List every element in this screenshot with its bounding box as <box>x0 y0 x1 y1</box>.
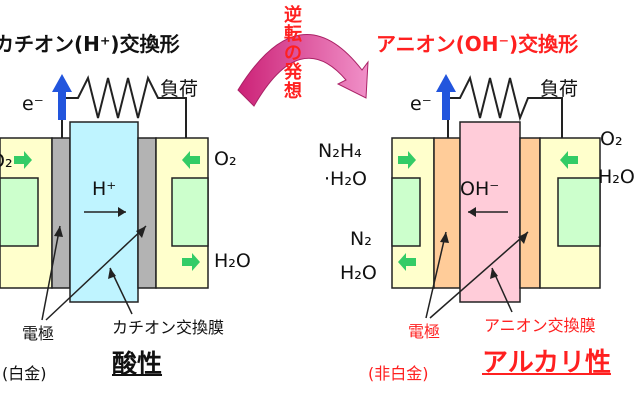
left-load-label: 負荷 <box>160 78 199 100</box>
right-h2o-right-label: H₂O <box>598 166 635 188</box>
right-inner-right <box>557 177 601 247</box>
left-electrode-pointer-2 <box>45 225 147 321</box>
right-n2-arrow <box>398 253 416 271</box>
reversal-char: 想 <box>284 81 302 102</box>
right-circuit-wire <box>447 75 563 138</box>
left-h2o-label: H₂O <box>214 250 251 272</box>
left-electron-label: e⁻ <box>22 93 44 115</box>
left-membrane-label: カチオン交換膜 <box>112 318 225 337</box>
right-electrode-material: (非白金) <box>368 364 429 383</box>
right-electron-label: e⁻ <box>410 93 432 115</box>
left-o2-arrow <box>182 151 200 169</box>
right-electrode-pointer-1 <box>425 231 447 319</box>
right-n2-label: N₂ <box>350 228 372 250</box>
left-title: カチオン(H⁺)交換形 <box>0 32 180 56</box>
reversal-arrow <box>237 33 369 107</box>
right-load-label: 負荷 <box>540 78 579 100</box>
right-electrode-pointer-2 <box>429 231 529 319</box>
reversal-char: 発 <box>284 62 302 83</box>
left-electron-arrow <box>52 74 72 120</box>
left-inner-right <box>171 177 209 247</box>
right-electrode-right <box>519 137 541 289</box>
reversal-char: 転 <box>284 24 302 45</box>
reversal-char: 逆 <box>284 5 302 26</box>
right-n2h4-arrow <box>398 151 416 169</box>
left-electrode-left <box>51 137 71 289</box>
left-gas-label: O₂ <box>0 150 13 172</box>
left-circuit-wire <box>61 75 187 138</box>
right-ion-label: OH⁻ <box>460 178 500 200</box>
left-cell <box>0 74 209 321</box>
left-electrode-material: (白金) <box>2 364 47 383</box>
right-nature-label: アルカリ性 <box>482 348 611 378</box>
left-electrode-label: 電極 <box>22 324 55 343</box>
reversal-char: の <box>284 43 302 64</box>
right-h2o-left-label: H₂O <box>340 262 377 284</box>
right-n2h4-label: N₂H₄ <box>318 140 362 162</box>
left-gas-arrow-in <box>14 151 32 169</box>
right-o2-label: O₂ <box>600 128 623 150</box>
left-ion-label: H⁺ <box>92 178 117 200</box>
right-membrane-label: アニオン交換膜 <box>484 316 596 335</box>
left-h2o-arrow <box>182 253 200 271</box>
right-n2h4-h2o-label: ·H₂O <box>324 168 367 190</box>
left-electrode-pointer-1 <box>41 225 61 321</box>
left-o2-label: O₂ <box>214 148 237 170</box>
right-o2-arrow <box>560 151 578 169</box>
right-electrode-label: 電極 <box>408 322 441 341</box>
right-title: アニオン(OH⁻)交換形 <box>376 32 579 56</box>
right-cell <box>391 74 601 319</box>
left-nature-label: 酸性 <box>112 349 163 378</box>
right-electron-arrow <box>436 74 456 120</box>
left-inner-left <box>0 177 39 247</box>
right-inner-left <box>391 177 421 247</box>
left-electrode-right <box>137 137 157 289</box>
reversal-vertical-text: 逆 転 の 発 想 <box>280 6 306 101</box>
